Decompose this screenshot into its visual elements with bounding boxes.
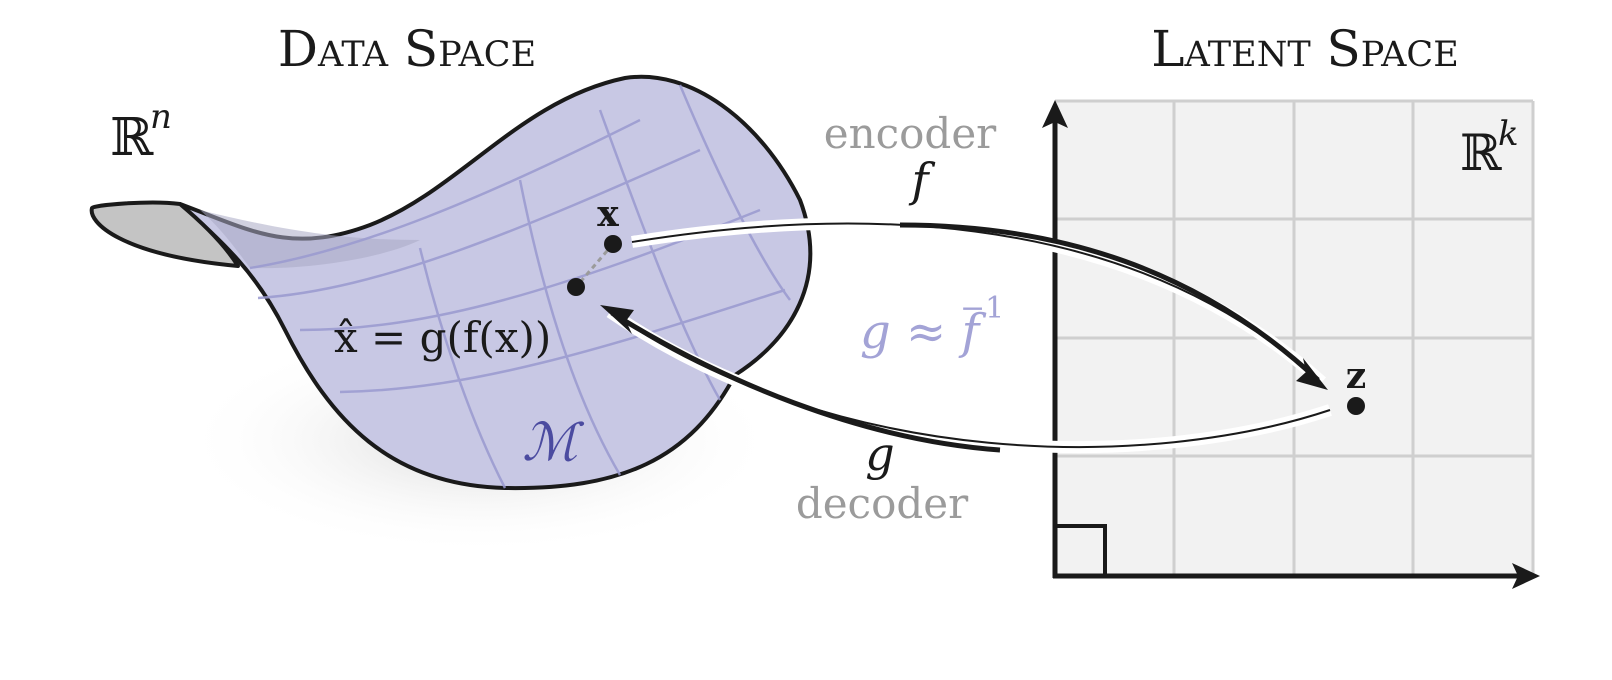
decoder-word: decoder xyxy=(796,479,969,528)
decoder-arrowhead xyxy=(600,305,634,334)
point-z-label: z xyxy=(1346,355,1366,397)
point-z xyxy=(1347,397,1365,415)
manifold-label: ℳ xyxy=(522,413,584,473)
decoder-symbol: g xyxy=(865,427,894,481)
encoder-symbol: f xyxy=(908,153,935,207)
latent-space-title: Latent Space xyxy=(1151,20,1459,78)
reconstruction-error-line xyxy=(574,243,615,288)
data-space-title: Data Space xyxy=(278,20,536,78)
manifold-surface xyxy=(89,74,813,491)
encoder-arrowhead xyxy=(1296,358,1328,390)
point-x xyxy=(604,235,622,253)
latent-grid xyxy=(1055,99,1535,575)
data-space-symbol: ℝ n xyxy=(110,97,172,168)
encoder-arrow-thin xyxy=(631,222,1319,381)
inverse-base: g ≈ f xyxy=(860,304,986,360)
right-angle-marker xyxy=(1053,524,1107,578)
encoder-word: encoder xyxy=(824,109,997,158)
encoder-arrow-thick xyxy=(899,222,1320,382)
y-axis-arrowhead xyxy=(1042,100,1068,128)
latent-space-R: ℝ xyxy=(1460,124,1502,182)
xhat-formula: x̂ = g(f(x)) xyxy=(334,313,551,362)
data-space-exponent: n xyxy=(150,97,172,137)
data-space-R: ℝ xyxy=(110,108,154,168)
point-x-hat xyxy=(567,278,585,296)
latent-space-exponent: k xyxy=(1498,114,1519,154)
decoder-arrow-thick xyxy=(610,310,1001,453)
x-axis-arrowhead xyxy=(1512,563,1540,589)
inverse-exponent: −1 xyxy=(960,291,1004,326)
latent-space-symbol: ℝ k xyxy=(1460,114,1519,182)
point-x-label: x xyxy=(597,193,619,235)
latent-space-panel xyxy=(1042,99,1540,589)
inverse-approx-label: g ≈ f −1 xyxy=(860,291,1004,360)
